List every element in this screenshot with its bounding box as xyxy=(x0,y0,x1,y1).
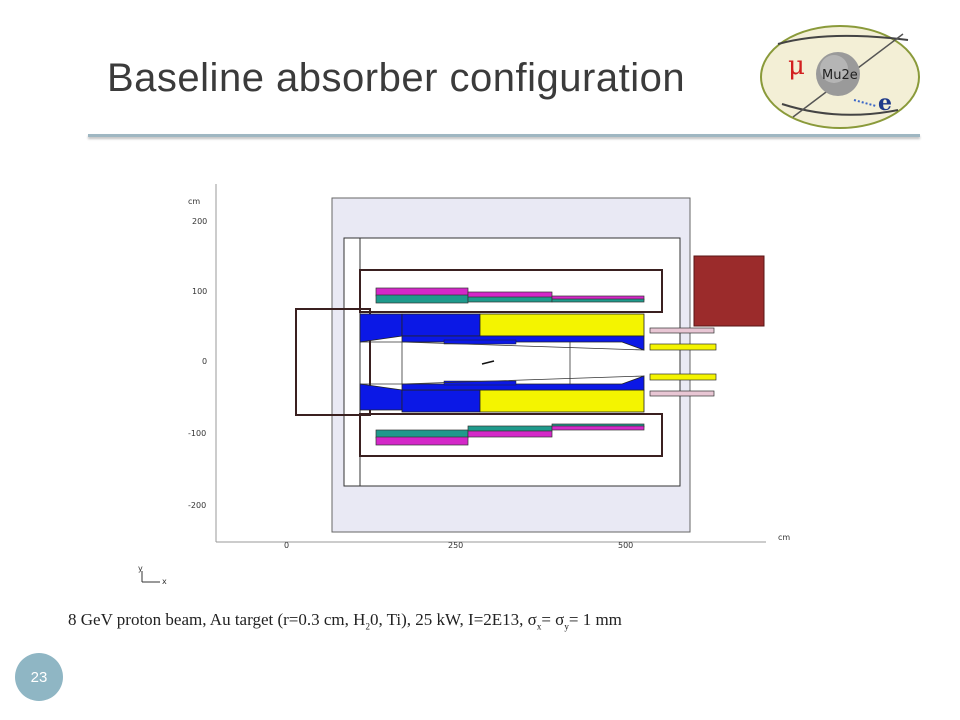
y-tick: 0 xyxy=(202,357,207,366)
x-tick: 250 xyxy=(448,541,463,550)
page-title: Baseline absorber configuration xyxy=(107,56,686,100)
axis-x-label: x xyxy=(162,577,167,586)
logo-e: e xyxy=(878,90,892,116)
beam-caption: 8 GeV proton beam, Au target (r=0.3 cm, … xyxy=(68,610,622,632)
y-tick: 200 xyxy=(192,217,207,226)
y-tick: -200 xyxy=(188,501,206,510)
x-tick: 500 xyxy=(618,541,633,550)
slide-number-badge: 23 xyxy=(15,653,63,701)
beam-dump-block xyxy=(693,255,765,327)
target xyxy=(481,360,495,365)
x-tick: 0 xyxy=(284,541,289,550)
y-tick: 100 xyxy=(192,287,207,296)
inner-cavity xyxy=(343,237,681,487)
axis-indicator: x y xyxy=(138,566,167,586)
y-tick: -100 xyxy=(188,429,206,438)
title-underline xyxy=(88,134,920,137)
axis-y-label: y xyxy=(138,566,143,573)
lower-absorber-frame xyxy=(359,413,663,457)
beam-pipe-frame xyxy=(295,308,371,416)
absorber-diagram: cm cm 200 100 0 -100 -200 0 250 500 xyxy=(188,184,790,550)
upper-absorber-frame xyxy=(359,269,663,313)
mu2e-logo: μ Mu2e e xyxy=(760,25,920,129)
x-unit-label: cm xyxy=(778,533,790,542)
logo-text: Mu2e xyxy=(822,68,858,83)
logo-mu: μ xyxy=(788,51,805,81)
y-unit-label: cm xyxy=(188,197,200,206)
